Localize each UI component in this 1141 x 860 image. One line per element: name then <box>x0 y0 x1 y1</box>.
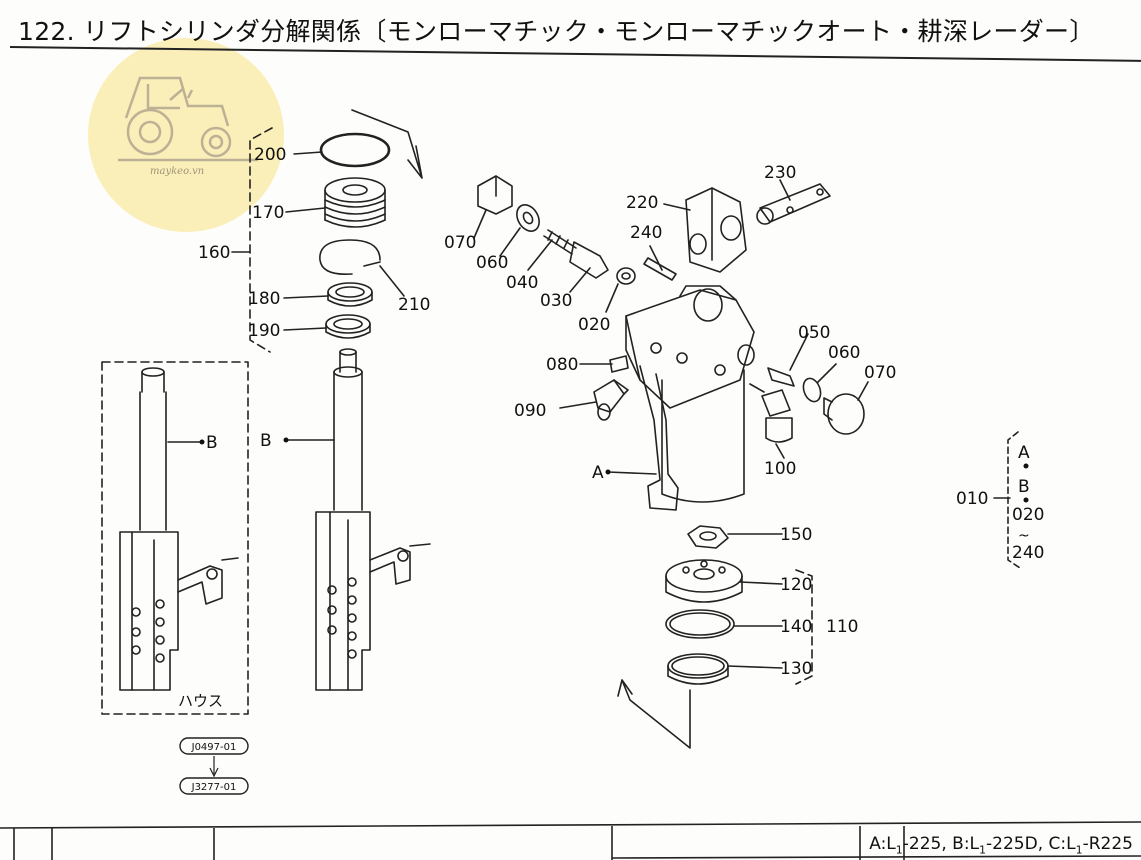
group-bracket-110 <box>795 569 813 685</box>
label-050: 050 <box>798 323 830 343</box>
label-150: 150 <box>780 525 812 545</box>
label-220: 220 <box>626 193 658 213</box>
label-010: 010 <box>956 489 988 509</box>
part-230-pin <box>756 183 831 225</box>
label-130: 130 <box>780 659 812 679</box>
label-080: 080 <box>546 355 578 375</box>
label-090: 090 <box>514 401 546 421</box>
label-160: 160 <box>198 243 230 263</box>
part-060-washer-right <box>802 377 822 403</box>
label-190: 190 <box>248 321 280 341</box>
part-040-spring <box>543 229 577 255</box>
part-rod-assembly-mid <box>315 348 431 691</box>
label-060-left: 060 <box>476 253 508 273</box>
label-200: 200 <box>254 145 286 165</box>
part-060-washer-left <box>516 204 540 232</box>
label-030: 030 <box>540 291 572 311</box>
label-070-left: 070 <box>444 233 476 253</box>
label-020: 020 <box>578 315 610 335</box>
marker-b-left: B <box>206 433 218 453</box>
part-180-ring <box>327 282 373 302</box>
legend-010-to: 240 <box>1012 543 1044 563</box>
label-140: 140 <box>780 617 812 637</box>
label-110: 110 <box>826 617 858 637</box>
part-050-ball <box>767 367 795 387</box>
ref-code-2: J3277-01 <box>191 782 237 793</box>
label-100: 100 <box>764 459 796 479</box>
part-240-pin <box>643 257 677 281</box>
label-060-right: 060 <box>828 343 860 363</box>
part-090-elbow <box>593 379 629 421</box>
label-070-right: 070 <box>864 363 896 383</box>
legend-010-a: A <box>1018 443 1030 463</box>
part-200-oring <box>319 132 391 168</box>
part-070-plug-right <box>823 393 865 435</box>
footer-table <box>0 821 1141 860</box>
logo-watermark-text: maykeo.vn <box>150 166 205 177</box>
label-240: 240 <box>630 223 662 243</box>
part-170-gland <box>324 177 386 228</box>
part-120-piston <box>665 559 743 603</box>
part-080-plug <box>609 355 629 373</box>
reference-codes: J0497-01 J3277-01 <box>179 737 249 795</box>
marker-b-mid: B <box>260 431 272 451</box>
group-bracket-160 <box>249 127 273 353</box>
house-variant-box <box>101 361 249 715</box>
part-rod-assembly-left <box>119 367 239 691</box>
marker-a: A <box>592 463 604 483</box>
label-180: 180 <box>248 289 280 309</box>
watermark-logo <box>88 38 284 232</box>
part-150-nut <box>687 525 729 549</box>
part-190-ring <box>325 314 371 334</box>
label-210: 210 <box>398 295 430 315</box>
legend-010-tilde: ~ <box>1018 528 1030 544</box>
tractor-icon <box>118 76 258 162</box>
label-120: 120 <box>780 575 812 595</box>
part-220-yoke <box>685 187 747 273</box>
group-bracket-010 <box>1007 431 1021 569</box>
legend-010-from: 020 <box>1012 505 1044 525</box>
house-label: ハウス <box>178 692 223 710</box>
part-010-cylinder <box>625 285 755 511</box>
label-230: 230 <box>764 163 796 183</box>
part-140-ring <box>665 609 735 639</box>
legend-010-b: B <box>1018 477 1030 497</box>
part-070-plug-left <box>477 175 513 215</box>
label-170: 170 <box>252 203 284 223</box>
part-100-elbow <box>749 383 793 443</box>
page-title: 122. リフトシリンダ分解関係〔モンローマチック・モンローマチックオート・耕深… <box>18 17 1095 46</box>
part-030-valve <box>569 241 609 279</box>
model-legend: A:L1-225, B:L1-225D, C:L1-R225 <box>869 834 1133 857</box>
part-020-nut <box>616 267 636 285</box>
ref-code-1: J0497-01 <box>191 742 237 753</box>
part-210-snapring <box>319 239 381 276</box>
label-040: 040 <box>506 273 538 293</box>
